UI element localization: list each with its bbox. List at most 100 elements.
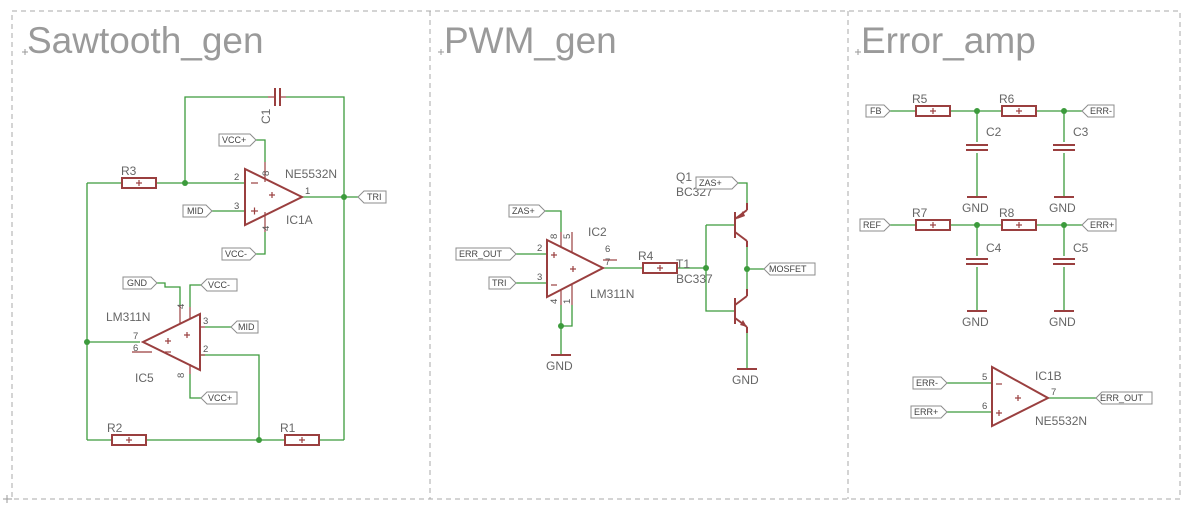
- resistor-r2: R2: [107, 421, 147, 446]
- ic2-value: LM311N: [590, 287, 634, 301]
- ic5-pin-4: 4: [176, 304, 187, 309]
- c3-name: C3: [1073, 125, 1089, 139]
- ic2-pin-3: 3: [537, 272, 542, 283]
- ic2-pin-4: 4: [549, 299, 560, 304]
- svg-text:ERR-: ERR-: [916, 378, 938, 388]
- ic1a-name: IC1A: [286, 213, 313, 227]
- capacitor-c3: C3: [1053, 125, 1089, 151]
- ic1a-pin-4: 4: [261, 226, 272, 231]
- ic1a-pin-1: 1: [305, 186, 310, 197]
- net-label-fb: FB: [865, 104, 891, 118]
- ic1a-pin-3: 3: [234, 201, 239, 212]
- svg-text:REF: REF: [863, 220, 882, 230]
- svg-text:VCC+: VCC+: [222, 135, 246, 145]
- r1-name: R1: [280, 421, 296, 435]
- svg-text:TRI: TRI: [492, 278, 507, 288]
- svg-text:GND: GND: [962, 315, 989, 329]
- svg-text:GND: GND: [1049, 315, 1076, 329]
- svg-text:ERR-: ERR-: [1090, 106, 1112, 116]
- svg-text:VCC-: VCC-: [225, 249, 247, 259]
- gnd-ic2: GND: [546, 354, 573, 373]
- comparator-ic5: 4 8 3 2 7 6 LM311N IC5: [106, 304, 208, 385]
- c2-name: C2: [986, 125, 1002, 139]
- sheet-frames: [3, 10, 1181, 503]
- resistor-r6: R6: [999, 92, 1037, 117]
- ic1b-pin-6: 6: [982, 401, 987, 412]
- ic2-pin-2: 2: [537, 243, 542, 254]
- ic5-value: LM311N: [106, 310, 150, 324]
- c5-name: C5: [1073, 241, 1089, 255]
- pwm-wires: [516, 182, 764, 369]
- gnd-c4: GND: [962, 310, 989, 329]
- ic5-name: IC5: [135, 371, 154, 385]
- svg-text:VCC-: VCC-: [208, 280, 230, 290]
- ic2-pin-5: 5: [562, 234, 573, 239]
- transistor-t1: T1 BC337: [676, 257, 748, 333]
- resistor-r8: R8: [999, 206, 1037, 231]
- gnd-t1: GND: [732, 368, 759, 387]
- gnd-c3: GND: [1049, 196, 1076, 215]
- svg-text:ZAS+: ZAS+: [512, 206, 535, 216]
- t1-value: BC337: [676, 272, 713, 286]
- section-title-error-amp: Error_amp: [861, 20, 1036, 61]
- pwm-gen-section: 2 3 8 5 4 1 6 7 IC2 LM311N R4 Q1 BC327: [455, 170, 816, 387]
- section-title-pwm: PWM_gen: [444, 20, 617, 61]
- resistor-r5: R5: [912, 92, 951, 117]
- svg-text:ERR_OUT: ERR_OUT: [1100, 393, 1144, 403]
- net-label-vcc-minus-ic5: VCC-: [200, 278, 238, 292]
- net-label-err-minus-out: ERR-: [1081, 104, 1115, 118]
- t1-name: T1: [676, 257, 690, 271]
- net-label-err-out-final: ERR_OUT: [1095, 391, 1153, 405]
- ic5-pin-3: 3: [203, 316, 208, 327]
- resistor-r7: R7: [912, 206, 951, 231]
- net-label-tri-out: TRI: [357, 190, 387, 204]
- ic2-pin-8: 8: [549, 234, 560, 239]
- net-label-err-out-in: ERR_OUT: [455, 247, 517, 261]
- ic1b-pin-7: 7: [1051, 387, 1056, 398]
- svg-text:FB: FB: [870, 106, 882, 116]
- capacitor-c1: C1: [259, 88, 286, 124]
- ic5-pin-7: 7: [133, 331, 138, 342]
- ic5-pin-8: 8: [176, 373, 187, 378]
- ic1b-pin-5: 5: [982, 372, 987, 383]
- net-label-ref: REF: [859, 218, 891, 232]
- net-label-err-plus-in: ERR+: [910, 405, 948, 419]
- comparator-ic2: 2 3 8 5 4 1 6 7 IC2 LM311N: [537, 225, 634, 305]
- ic5-pin-6: 6: [133, 343, 138, 354]
- resistor-r1: R1: [280, 421, 320, 446]
- capacitor-c2: C2: [966, 125, 1002, 151]
- gnd-c2: GND: [962, 196, 989, 215]
- net-label-err-plus-out: ERR+: [1081, 218, 1117, 232]
- net-label-mid: MID: [182, 204, 213, 218]
- r3-name: R3: [121, 164, 137, 178]
- svg-text:TRI: TRI: [367, 192, 382, 202]
- r4-name: R4: [638, 249, 654, 263]
- section-title-sawtooth: Sawtooth_gen: [27, 20, 264, 61]
- net-label-vcc-minus: VCC-: [221, 247, 257, 261]
- svg-text:GND: GND: [1049, 201, 1076, 215]
- svg-text:GND: GND: [732, 373, 759, 387]
- opamp-ic1b: 5 6 7 IC1B NE5532N: [982, 365, 1087, 428]
- resistor-r4: R4: [638, 249, 678, 274]
- resistor-r3: R3: [121, 164, 157, 189]
- capacitor-c4: C4: [966, 241, 1002, 265]
- net-label-zas-q1: ZAS+: [695, 176, 739, 190]
- q1-name: Q1: [676, 170, 692, 184]
- ic2-pin-6: 6: [605, 244, 610, 255]
- sawtooth-wires: [84, 96, 358, 443]
- svg-text:MOSFET: MOSFET: [769, 264, 807, 274]
- gnd-c5: GND: [1049, 310, 1076, 329]
- section-titles: Sawtooth_gen PWM_gen Error_amp: [22, 20, 1036, 61]
- svg-text:VCC+: VCC+: [208, 393, 232, 403]
- sheet-border: [11, 10, 1181, 500]
- ic1b-name: IC1B: [1035, 369, 1062, 383]
- ic1a-pin-2: 2: [234, 172, 239, 183]
- svg-text:GND: GND: [127, 278, 148, 288]
- r7-name: R7: [912, 206, 928, 220]
- opamp-ic1a: 2 3 8 4 1 NE5532N IC1A: [234, 162, 337, 232]
- error-amp-wires: [890, 108, 1096, 413]
- sawtooth-gen-section: C1 R3 2 3 8 4 1 NE5532N IC1A: [84, 88, 387, 446]
- net-label-mid-ic5: MID: [230, 320, 259, 334]
- svg-text:ERR+: ERR+: [914, 407, 938, 417]
- svg-text:GND: GND: [962, 201, 989, 215]
